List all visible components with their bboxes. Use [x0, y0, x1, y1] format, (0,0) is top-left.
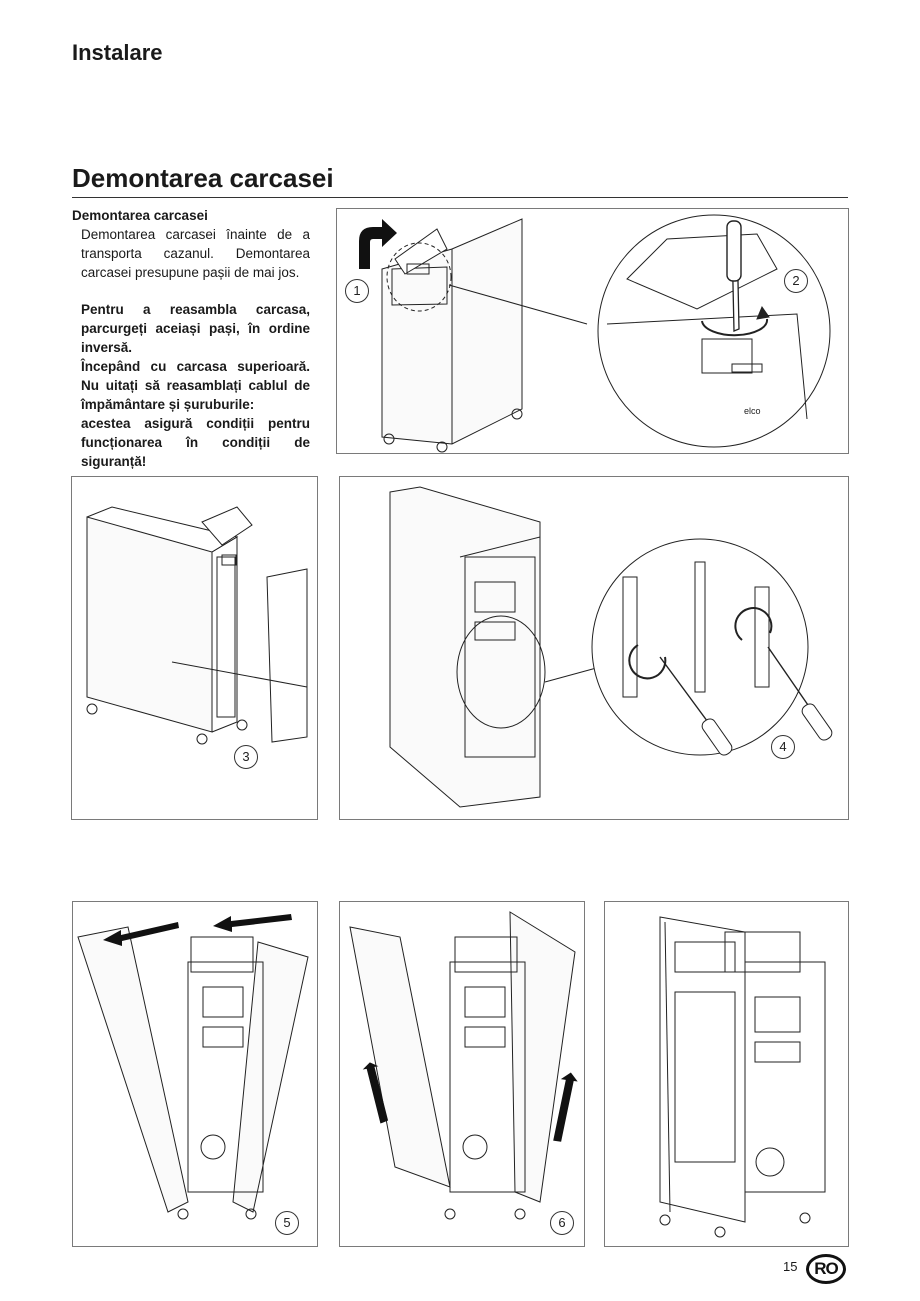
reassemble-note: Pentru a reasambla carcasa, parcurgeți a…	[81, 302, 310, 355]
safety-note: acestea asigură condiții pentru funcțion…	[81, 416, 310, 469]
language-badge: RO	[806, 1254, 846, 1284]
side-panel-removal-illustration	[86, 506, 308, 745]
panels-pull-out-illustration	[77, 914, 309, 1220]
start-note: Începând cu carcasa superioară. Nu uitaț…	[81, 359, 310, 412]
page-number: 15	[783, 1259, 798, 1274]
step-5-badge: 5	[275, 1211, 299, 1235]
panels-lift-off-illustration	[349, 911, 578, 1220]
figure-step-5: 5	[72, 901, 318, 1247]
figure-step-4: 4	[339, 476, 849, 820]
title-rule	[72, 197, 848, 198]
intro-text: Demontarea carcasei Demontarea carcasei …	[72, 206, 310, 471]
intro-subheading: Demontarea carcasei	[72, 208, 208, 223]
section-label: Instalare	[72, 40, 163, 65]
step-3-badge: 3	[234, 745, 258, 769]
step-2-badge: 2	[784, 269, 808, 293]
boiler-top-cover-illustration: elco	[359, 214, 831, 453]
step-1-badge: 1	[345, 279, 369, 303]
intro-body: Demontarea carcasei înainte de a transpo…	[81, 227, 310, 280]
step-6-badge: 6	[550, 1211, 574, 1235]
step-4-badge: 4	[771, 735, 795, 759]
figure-step-3: 3	[71, 476, 318, 820]
figure-step-6: 6	[339, 901, 585, 1247]
boiler-frame-illustration	[659, 916, 826, 1238]
brand-label: elco	[744, 406, 761, 416]
figure-final	[604, 901, 849, 1247]
front-panel-screws-illustration	[389, 486, 833, 808]
chapter-title: Demontarea carcasei	[72, 163, 334, 193]
figure-step-1-2: elco 1 2	[336, 208, 849, 454]
